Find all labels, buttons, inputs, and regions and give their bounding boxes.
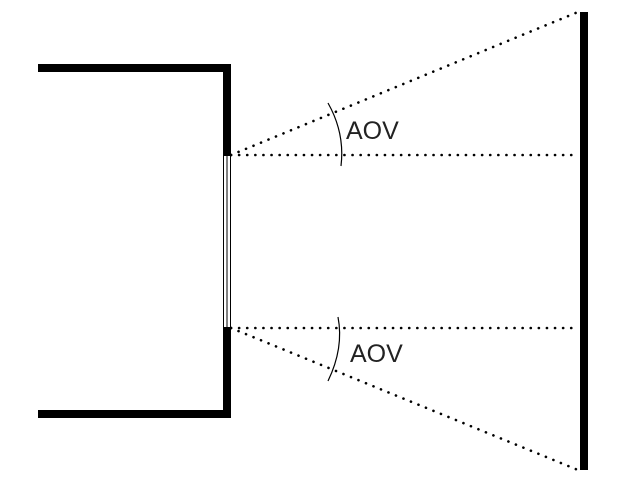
box-outline: [38, 64, 231, 418]
projection-lines: [229, 10, 580, 472]
lower-slanted-ray: [229, 326, 580, 472]
upper-slanted-ray: [229, 10, 580, 157]
upper-angle-arc: [327, 102, 343, 167]
aperture-opening: [223, 156, 231, 327]
upper-aov-label: AOV: [346, 117, 399, 145]
lower-aov-label: AOV: [350, 340, 403, 368]
lower-angle-arc: [327, 316, 341, 382]
